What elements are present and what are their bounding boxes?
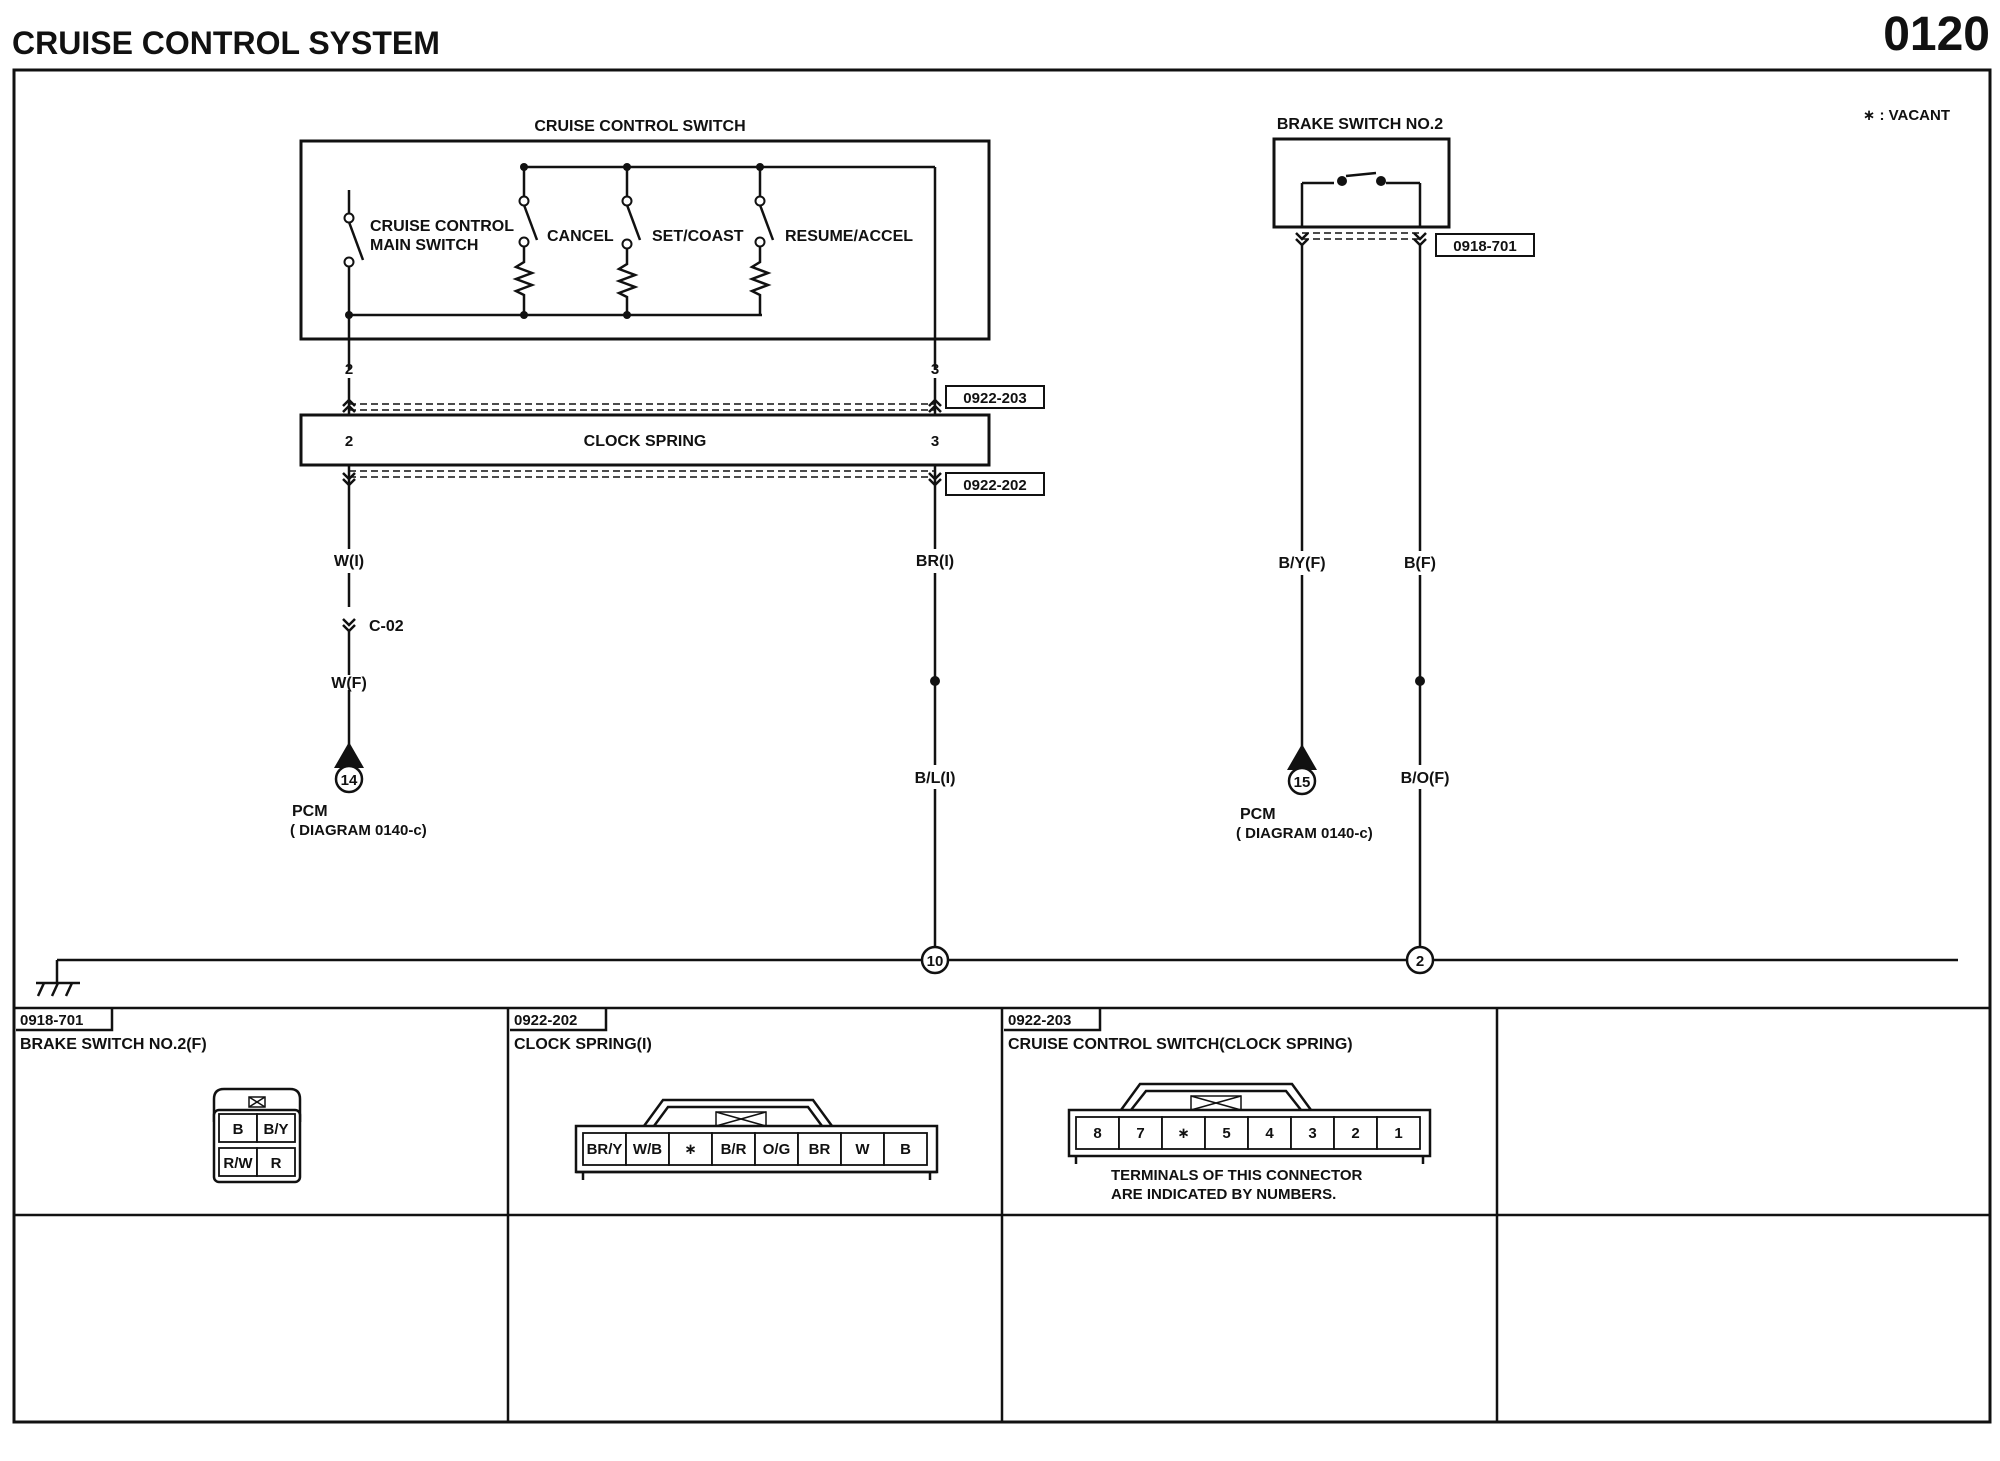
connector-0922-202-marks: 0922-202 [342,470,1045,496]
connector-0922-203-label: 0922-203 [963,390,1026,407]
c1-cell: B/Y [263,1121,288,1138]
connector-c-02-label: C-02 [369,618,404,635]
pcm-14-label: PCM [292,803,328,820]
c2-cell: BR/Y [587,1141,623,1158]
c3-cell-slot [1075,1116,1120,1150]
diagram-title: CRUISE CONTROL SYSTEM [12,25,440,61]
c3-cell: 7 [1136,1125,1144,1142]
c3-cell-slot [1204,1116,1249,1150]
c3-cell: 4 [1265,1125,1274,1142]
c2-cell: O/G [763,1141,791,1158]
clock-spring-box [299,413,991,467]
cancel-contact [512,163,539,319]
wire-label-b-o-f: B/O(F) [1401,770,1450,787]
diagram-number: 0120 [1883,8,1990,61]
connector-0918-701-label: 0918-701 [1453,238,1516,255]
set-coast-contact [615,163,642,319]
c2-connector-face: BR/Y W/B ∗ B/R O/G BR W B [574,1098,939,1180]
c3-cell: 2 [1351,1125,1359,1142]
pcm-15-arrow [1287,744,1317,770]
c2-cell: ∗ [684,1141,697,1158]
brake-switch-box [1272,137,1451,229]
c3-cell: 3 [1308,1125,1316,1142]
c3-cell: 5 [1222,1125,1230,1142]
c1-cell: B [233,1121,244,1138]
pcm-15-ref: ( DIAGRAM 0140-c) [1236,825,1373,842]
c1-connector-face: B B/Y R/W R [212,1087,302,1184]
c2-cell-slot [582,1132,627,1166]
ground-point-2: 2 [1416,953,1424,970]
c3-cell: 8 [1093,1125,1101,1142]
pcm-14-pin: 14 [341,772,358,789]
main-switch-label-1: CRUISE CONTROL [370,218,514,235]
c2-cell: W [855,1141,870,1158]
c1-cell: R/W [223,1155,253,1172]
c2-name: CLOCK SPRING(I) [514,1036,652,1053]
main-switch-contact [343,190,365,319]
c2-cell: W/B [633,1141,662,1158]
resume-accel-label: RESUME/ACCEL [785,228,913,245]
wire-w: W(I) C-02 W(F) 14 PCM ( DIAGRAM 0140-c) [290,465,427,839]
c3-code: 0922-203 [1008,1012,1071,1029]
c2-cell: B/R [721,1141,747,1158]
cruise-switch-title: CRUISE CONTROL SWITCH [534,118,745,135]
cruise-switch-box [299,139,991,341]
brake-switch: BRAKE SWITCH NO.2 0918-701 [1272,116,1535,257]
c3-note-1: TERMINALS OF THIS CONNECTOR [1111,1167,1363,1184]
c2-cell-slot [668,1132,713,1166]
c1-cell: R [271,1155,282,1172]
switch-pin-3: 3 [931,361,939,378]
wire-label-b-y-f: B/Y(F) [1278,555,1325,572]
c3-connector-face: 8 7 ∗ 5 4 3 2 1 TERMINALS OF THIS CONNECTOR ARE… [1067,1082,1432,1203]
resume-accel-contact [748,163,775,315]
c2-cell: B [900,1141,911,1158]
cruise-control-switch: CRUISE CONTROL SWITCH [299,118,991,378]
wire-label-w-f: W(F) [331,675,367,692]
switch-pin-2: 2 [345,361,353,378]
wire-label-b-l-i: B/L(I) [915,770,956,787]
main-switch-label-2: MAIN SWITCH [370,237,478,254]
clock-spring: 2 3 CLOCK SPRING [299,378,991,467]
pcm-15-pin: 15 [1294,774,1311,791]
c3-cell-slot [1333,1116,1378,1150]
c2-code: 0922-202 [514,1012,577,1029]
pcm-15-label: PCM [1240,806,1276,823]
ground-point-10: 10 [927,953,944,970]
c2-cell-slot [711,1132,756,1166]
c3-cell-slot [1118,1116,1163,1150]
vacant-note: ∗ : VACANT [1863,107,1950,124]
wire-b: B(F) B/O(F) 2 [1401,245,1450,975]
c3-note-2: ARE INDICATED BY NUMBERS. [1111,1186,1336,1203]
c1-code: 0918-701 [20,1012,83,1029]
clock-spring-title: CLOCK SPRING [584,433,707,450]
c3-cell-slot [1376,1116,1421,1150]
cancel-label: CANCEL [547,228,614,245]
wire-label-br-i: BR(I) [916,553,954,570]
c1-name: BRAKE SWITCH NO.2(F) [20,1036,207,1053]
c2-cell-slot [883,1132,928,1166]
c3-cell: 1 [1394,1125,1402,1142]
c2-cell-slot [840,1132,885,1166]
c2-cell: BR [809,1141,831,1158]
clock-spring-pin-3: 3 [931,433,939,450]
connector-0922-203-marks: 0922-203 [342,385,1045,413]
brake-switch-title: BRAKE SWITCH NO.2 [1277,116,1443,133]
pcm-14-ref: ( DIAGRAM 0140-c) [290,822,427,839]
wire-label-b-f: B(F) [1404,555,1436,572]
connector-table: 0918-701 BRAKE SWITCH NO.2(F) 0922-202 C… [14,1006,1990,1422]
wire-br: BR(I) B/L(I) 10 [915,465,956,975]
ground-bus [36,958,1958,997]
c3-name: CRUISE CONTROL SWITCH(CLOCK SPRING) [1008,1036,1353,1053]
wire-b-y: B/Y(F) 15 PCM ( DIAGRAM 0140-c) [1236,245,1373,842]
wire-label-w-i: W(I) [334,553,364,570]
clock-spring-pin-2: 2 [345,433,353,450]
connector-0922-202-label: 0922-202 [963,477,1026,494]
set-coast-label: SET/COAST [652,228,744,245]
c3-cell: ∗ [1177,1125,1190,1142]
pcm-14-arrow [334,742,364,768]
